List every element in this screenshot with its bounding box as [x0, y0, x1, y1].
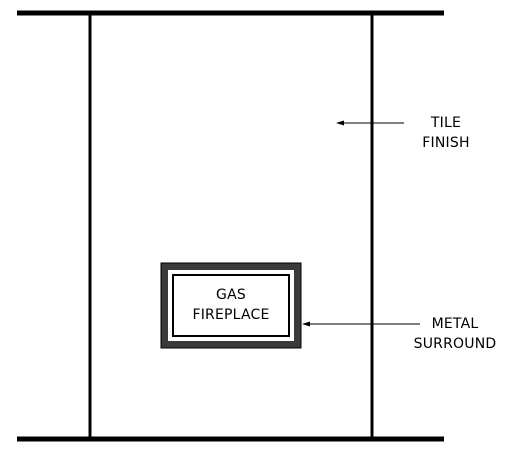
tile-finish-label-line1: TILE [430, 115, 462, 131]
tile-finish-label-line2: FINISH [422, 135, 470, 151]
gas-fireplace-label: GAS FIREPLACE [173, 285, 289, 325]
metal-surround-label: METAL SURROUND [403, 314, 507, 354]
tile-finish-arrowhead [336, 120, 344, 126]
gas-fireplace-box [172, 274, 290, 337]
tile-finish-label: TILE FINISH [406, 113, 486, 153]
gas-fireplace-label-line2: FIREPLACE [192, 307, 270, 323]
metal-surround-label-line1: METAL [431, 316, 479, 332]
metal-surround-label-line2: SURROUND [413, 336, 497, 352]
metal-surround-arrowhead [302, 321, 310, 327]
gas-fireplace-label-line1: GAS [216, 287, 246, 303]
